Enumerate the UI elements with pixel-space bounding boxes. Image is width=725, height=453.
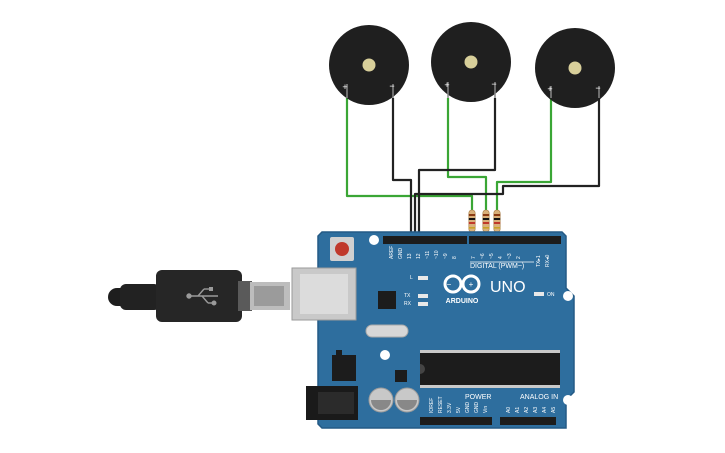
pin-label: ~6	[480, 253, 486, 259]
pin-label: 13	[407, 253, 413, 259]
led-tx	[418, 294, 428, 298]
led-l-label: L	[410, 275, 413, 281]
mounting-hole	[563, 291, 573, 301]
buzzer-minus-label: −	[491, 79, 496, 89]
pin-label: ~5	[489, 253, 495, 259]
piezo-buzzer-3[interactable]: + −	[535, 28, 615, 108]
buzzer-minus-label: −	[389, 81, 394, 91]
digital-section-label: DIGITAL (PWM~)	[470, 263, 524, 270]
wire-buzzer3-positive[interactable]	[495, 98, 553, 210]
resistor[interactable]	[482, 209, 490, 233]
pin-label: A1	[515, 407, 521, 413]
resistor[interactable]	[468, 209, 476, 233]
capacitor	[368, 387, 394, 413]
wire-buzzer3-negative[interactable]	[413, 98, 601, 238]
pin-label: 4	[498, 256, 504, 259]
pin-label: 12	[416, 253, 422, 259]
pin-label: ~9	[443, 253, 449, 259]
bottom-headers[interactable]	[420, 417, 556, 425]
mounting-hole	[563, 395, 573, 405]
led-rx-label: RX	[404, 301, 412, 307]
buzzer-plus-label: +	[547, 84, 552, 94]
voltage-regulator	[332, 355, 356, 381]
pin-label: TX▸1	[536, 255, 542, 267]
analog-section-label: ANALOG IN	[520, 394, 558, 401]
wires	[345, 98, 601, 238]
pin-label: 3.3V	[447, 402, 453, 413]
wire-buzzer1-positive[interactable]	[345, 98, 474, 210]
pin-label: ~3	[507, 253, 513, 259]
arduino-infinity-logo-icon	[443, 274, 481, 294]
power-section-label: POWER	[465, 394, 491, 401]
arduino-uno-board[interactable]: AREF GND 13 12 ~11 ~10 ~9 8 7 ~6 ~5 4 ~3…	[291, 231, 575, 429]
led-on	[534, 292, 544, 296]
buzzer-center-icon	[568, 61, 582, 75]
mounting-hole	[369, 235, 379, 245]
capacitor	[394, 387, 420, 413]
svg-text:−: −	[447, 280, 452, 289]
usb-icon	[186, 287, 218, 306]
led-l	[418, 276, 428, 280]
buzzer-minus-label: −	[595, 83, 600, 93]
usb-cable[interactable]	[108, 270, 290, 322]
buzzer-center-icon	[362, 58, 376, 72]
pin-label: GND	[465, 402, 471, 414]
pin-label: A3	[533, 407, 539, 413]
pin-label: 7	[471, 256, 477, 259]
resistor[interactable]	[493, 209, 501, 233]
pin-label: 2	[516, 256, 522, 259]
piezo-buzzer-2[interactable]: + −	[431, 22, 511, 102]
wire-buzzer1-negative[interactable]	[391, 98, 413, 238]
pin-label: GND	[398, 248, 404, 260]
pin-label: RX◂0	[545, 255, 551, 267]
pin-label: GND	[474, 402, 480, 414]
mounting-hole	[380, 350, 390, 360]
pin-label: Vin	[483, 406, 489, 413]
digital-header[interactable]	[383, 236, 561, 244]
digital-pin-labels: AREF GND 13 12 ~11 ~10 ~9 8 7 ~6 ~5 4 ~3…	[389, 246, 551, 267]
analog-pin-labels: A0 A1 A2 A3 A4 A5	[506, 407, 557, 413]
pin-label: 8	[452, 256, 458, 259]
pin-label: ~10	[434, 250, 440, 259]
arduino-logo-text: ARDUINO	[446, 298, 479, 305]
pin-label: A4	[542, 407, 548, 413]
crystal	[365, 324, 409, 338]
svg-text:+: +	[469, 280, 474, 289]
power-pin-labels: IOREF RESET 3.3V 5V GND GND Vin	[429, 396, 489, 413]
pin-label: A5	[551, 407, 557, 413]
led-tx-label: TX	[404, 293, 411, 299]
pin-label: A2	[524, 407, 530, 413]
usb-chip	[378, 291, 396, 309]
small-transistor	[395, 370, 407, 382]
buzzer-plus-label: +	[342, 82, 347, 92]
onboard-leds: L TX RX ON	[404, 275, 555, 307]
pin-label: 5V	[456, 406, 462, 413]
buzzer-center-icon	[464, 55, 478, 69]
buzzer-plus-label: +	[444, 80, 449, 90]
wire-buzzer2-negative[interactable]	[417, 98, 497, 238]
pin-label: A0	[506, 407, 512, 413]
atmega-microcontroller	[420, 353, 560, 385]
pin-label: IOREF	[429, 398, 435, 413]
pin-label: AREF	[389, 246, 395, 259]
led-rx	[418, 302, 428, 306]
board-model: UNO	[490, 279, 526, 296]
pin-label: ~11	[425, 251, 431, 259]
piezo-buzzer-1[interactable]: + −	[329, 25, 409, 105]
pin-label: RESET	[438, 396, 444, 413]
reset-button[interactable]	[330, 237, 354, 261]
led-on-label: ON	[547, 292, 555, 298]
